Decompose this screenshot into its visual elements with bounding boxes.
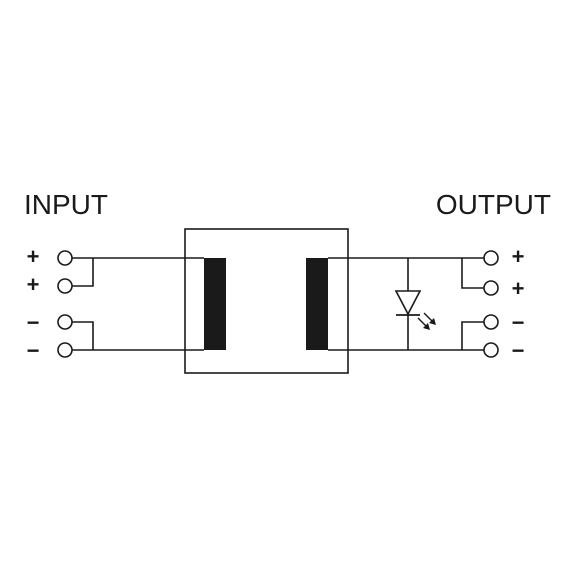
output-sign-2: + [512,276,525,301]
output-sign-1: + [512,244,525,269]
input-wiring [72,257,204,351]
output-coil-icon [306,258,328,350]
output-terminal-2 [483,280,499,296]
input-terminal-3 [57,314,73,330]
input-terminal-1 [57,250,73,266]
output-terminal-3 [483,314,499,330]
input-terminal-2 [57,278,73,294]
input-coil-icon [204,258,226,350]
input-sign-2: + [27,272,40,297]
input-terminal-4 [57,342,73,358]
output-sign-4: − [512,338,525,363]
output-terminal-1 [483,250,499,266]
output-terminal-4 [483,342,499,358]
output-sign-3: − [512,310,525,335]
input-sign-4: − [27,338,40,363]
relay-housing [184,228,349,374]
output-title: OUTPUT [436,189,551,220]
input-sign-1: + [27,244,40,269]
input-title: INPUT [24,189,108,220]
led-icon [394,290,436,330]
input-sign-3: − [27,310,40,335]
